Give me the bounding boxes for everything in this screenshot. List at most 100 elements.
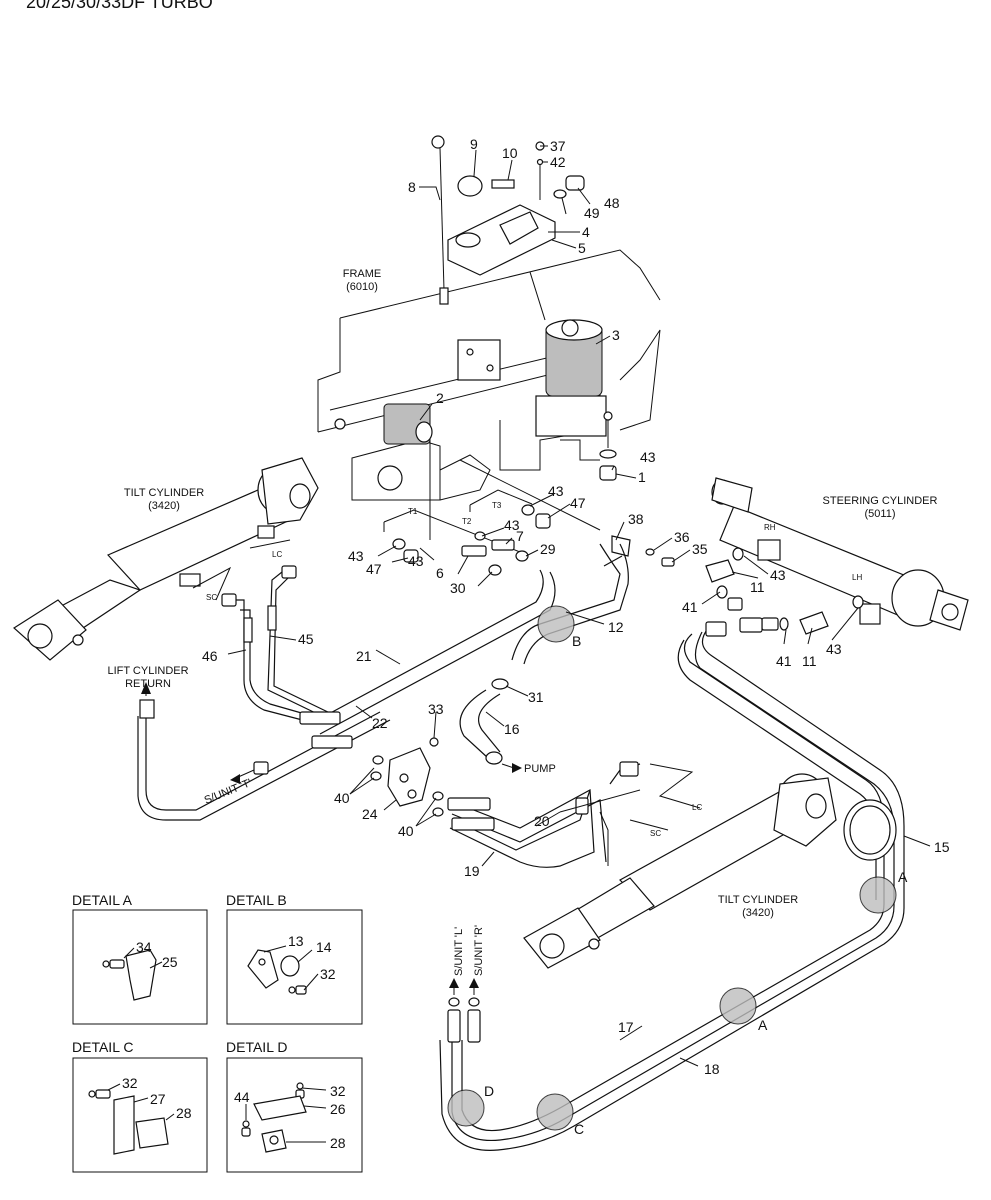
callout-46: 46 <box>202 648 218 664</box>
detail-marker-c <box>536 1093 574 1131</box>
frame-plate <box>535 395 607 437</box>
tag-lc-right: LC <box>692 803 702 812</box>
detail-c-box <box>72 1057 208 1173</box>
tilt-right-label: TILT CYLINDER <box>718 894 798 906</box>
detail-c-part-32: 32 <box>122 1075 138 1091</box>
callout-11-upper: 11 <box>750 579 765 595</box>
callout-7: 7 <box>516 528 524 544</box>
oring-43-tank <box>599 449 617 459</box>
tag-t3: T3 <box>492 501 502 510</box>
oring-40-c <box>432 791 444 801</box>
tag-t1: T1 <box>408 507 418 516</box>
tag-lh: LH <box>852 573 862 582</box>
tilt-cylinder-left <box>13 457 319 661</box>
callout-43-rh: 43 <box>770 567 786 583</box>
hose-19 <box>447 789 595 868</box>
steering-cylinder <box>711 477 969 631</box>
oring-43-lh <box>852 595 864 609</box>
bolt-35 <box>661 557 675 567</box>
callout-18: 18 <box>704 1061 720 1077</box>
callout-36: 36 <box>674 529 690 545</box>
oring-41-upper <box>716 585 728 599</box>
fitting-pair-upper <box>299 711 341 725</box>
detail-marker-a2 <box>719 987 757 1025</box>
sunit-r-fitting <box>467 1009 481 1043</box>
tilt-left-label: TILT CYLINDER <box>124 487 204 499</box>
detail-a-box <box>72 909 208 1025</box>
callout-30: 30 <box>450 580 466 596</box>
oring-49 <box>553 189 567 199</box>
callout-11-lower: 11 <box>802 653 817 669</box>
oring-40-a <box>372 755 384 765</box>
pump-label: PUMP <box>524 763 556 775</box>
callout-6: 6 <box>436 565 444 581</box>
valve-block-24 <box>370 737 444 817</box>
clamp-31 <box>491 678 509 690</box>
callout-43-t1: 43 <box>348 548 364 564</box>
callout-43-lh: 43 <box>826 641 842 657</box>
page-title: 20/25/30/33DF TURBO <box>26 0 213 12</box>
callout-40-upper: 40 <box>334 790 350 806</box>
callout-20: 20 <box>534 813 550 829</box>
strainer <box>383 403 433 445</box>
leader-lines <box>227 145 931 1067</box>
tilt-left-code: (3420) <box>148 500 180 512</box>
hose-17 <box>461 633 885 1132</box>
tag-lc-left: LC <box>272 550 282 559</box>
detail-a-part-25: 25 <box>162 954 178 970</box>
return-filter <box>545 319 603 397</box>
oring-43-t1 <box>392 538 406 550</box>
callout-16: 16 <box>504 721 520 737</box>
marker-a2-label: A <box>758 1017 768 1033</box>
fitting-19-end <box>447 797 491 811</box>
sunit-t-label: S/UNIT 'T' <box>203 777 254 807</box>
callout-12: 12 <box>608 619 624 635</box>
detail-c-title: DETAIL C <box>72 1039 133 1055</box>
hose-12 <box>511 543 621 661</box>
callout-40-lower: 40 <box>398 823 414 839</box>
detail-marker-d <box>447 1089 485 1127</box>
frame-mount-hole <box>377 465 403 491</box>
callout-43-t2: 43 <box>504 517 520 533</box>
elbow-11-lower <box>799 611 829 635</box>
bolt-33 <box>429 737 439 747</box>
detail-c-drawing <box>88 1083 175 1155</box>
filler-neck <box>455 232 481 248</box>
callout-31: 31 <box>528 689 544 705</box>
detail-d-part-26: 26 <box>330 1101 346 1117</box>
steering-label: STEERING CYLINDER <box>823 495 938 507</box>
detail-d-part-44: 44 <box>234 1089 250 1105</box>
oring-43-rh <box>732 547 744 561</box>
callout-37: 37 <box>550 138 566 154</box>
plug-1 <box>599 465 617 481</box>
callout-19: 19 <box>464 863 480 879</box>
callout-33: 33 <box>428 701 444 717</box>
callout-42: 42 <box>550 154 566 170</box>
tilt-right-code: (3420) <box>742 907 774 919</box>
detail-d-box <box>226 1057 363 1173</box>
oring-43-t2 <box>474 531 486 541</box>
callout-24: 24 <box>362 806 378 822</box>
callout-10: 10 <box>502 145 518 161</box>
callout-4: 4 <box>582 224 590 240</box>
dipstick-handle <box>431 135 445 149</box>
callout-numbers: 8 9 10 37 42 48 49 4 5 3 2 43 1 43 47 43… <box>202 136 950 1077</box>
detail-b-drawing <box>247 945 319 995</box>
sleeve-48 <box>565 175 585 191</box>
detail-a-part-34: 34 <box>136 939 152 955</box>
lift-return-port <box>139 699 155 719</box>
plug-47-t1 <box>403 549 419 563</box>
lift-return-label-2: RETURN <box>125 678 171 690</box>
callout-47-t1: 47 <box>366 561 382 577</box>
detail-d-part-28: 28 <box>330 1135 346 1151</box>
detail-b-title: DETAIL B <box>226 892 287 908</box>
detail-c-part-27: 27 <box>150 1091 166 1107</box>
callout-41-lower: 41 <box>776 653 792 669</box>
hose-22 <box>145 711 381 811</box>
hose-46 <box>232 599 311 723</box>
callout-21: 21 <box>356 648 372 664</box>
oring-41-lower <box>779 617 789 631</box>
oring-43-t3 <box>521 504 535 516</box>
